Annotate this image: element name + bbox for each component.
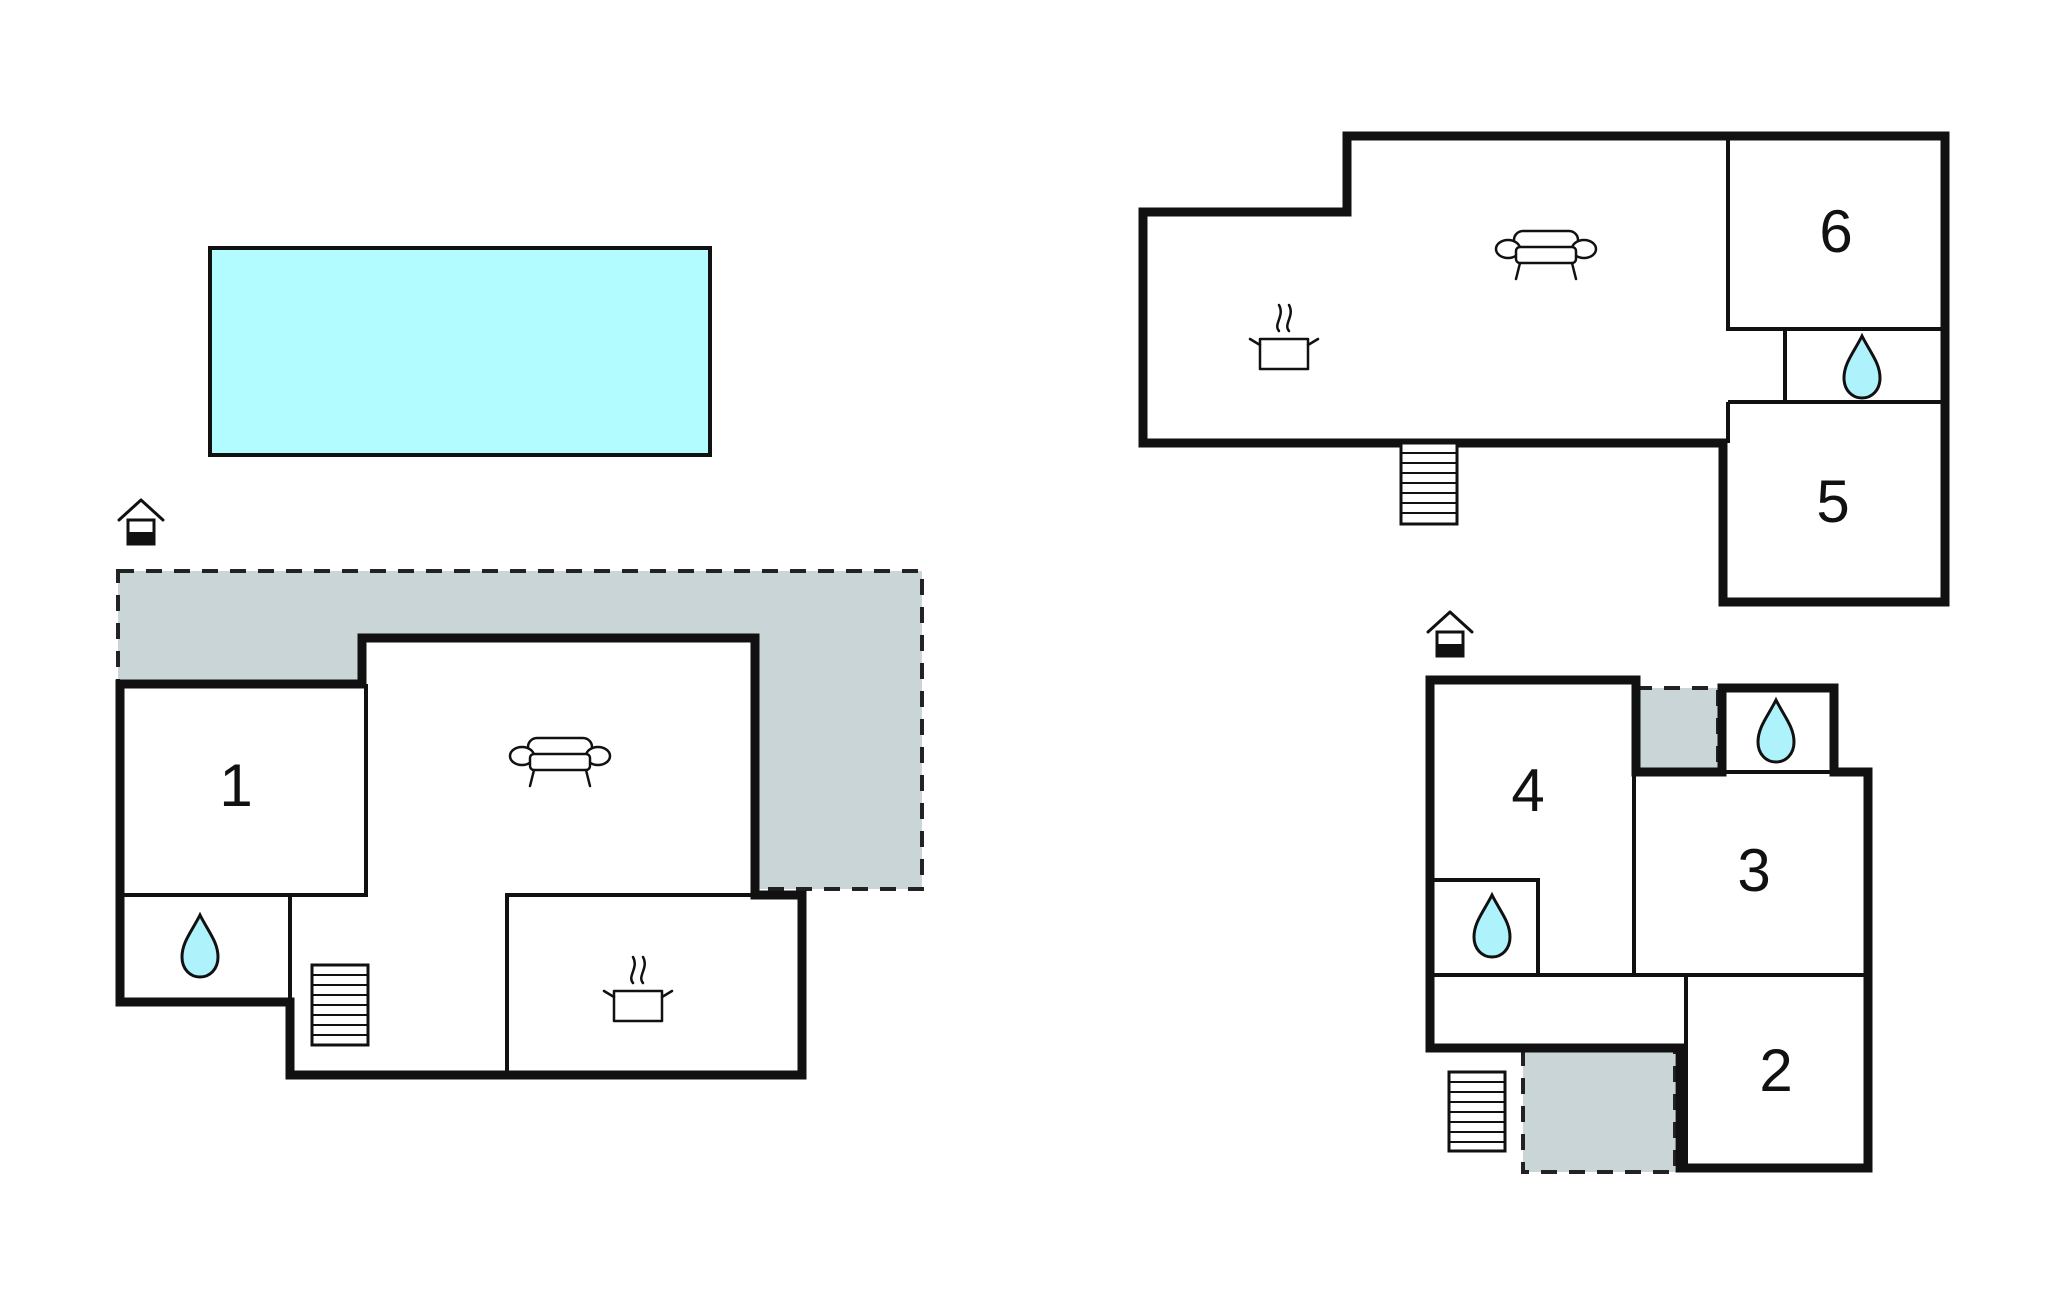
stairs-icon (1399, 441, 1459, 526)
upper-floor: 6 5 (1138, 131, 1950, 607)
annex: 4 3 2 (1425, 610, 1873, 1174)
living-room (120, 638, 802, 1075)
stairs-icon (310, 963, 370, 1047)
pool (208, 246, 712, 457)
upper-floor-walls (1138, 131, 1950, 607)
room-number-4: 4 (1511, 757, 1544, 824)
room-number-5: 5 (1816, 468, 1849, 535)
stairs-icon (1447, 1070, 1507, 1153)
room-number-2: 2 (1759, 1037, 1792, 1104)
house-entrance-icon (1426, 610, 1474, 658)
room-number-1: 1 (219, 752, 252, 819)
annex-terrace-top (1634, 686, 1720, 774)
annex-terrace-bottom (1521, 1048, 1677, 1174)
house-entrance-icon (117, 498, 165, 546)
ground-floor: 1 (115, 246, 924, 1080)
room-number-6: 6 (1819, 198, 1852, 265)
room-number-3: 3 (1737, 837, 1770, 904)
